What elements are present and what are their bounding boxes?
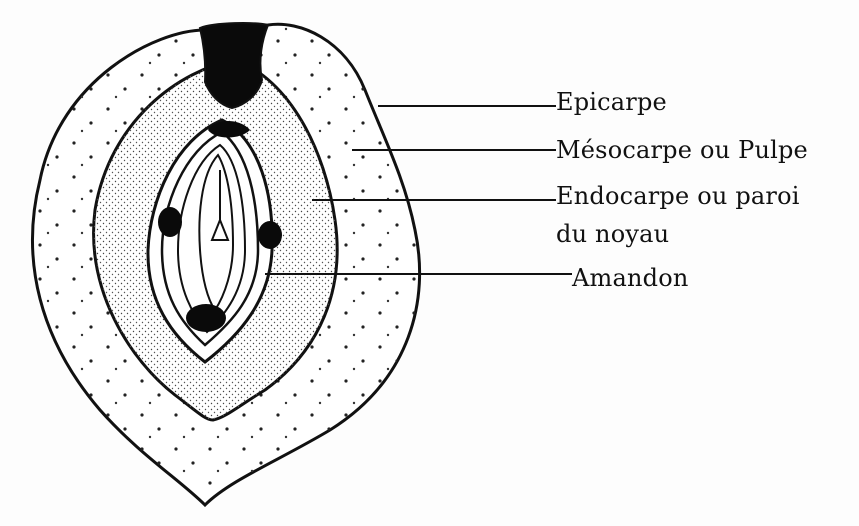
- label-amandon: Amandon: [572, 266, 689, 290]
- label-endocarpe-line1: Endocarpe ou paroi: [556, 184, 800, 208]
- vascular-bundle-left: [158, 207, 182, 237]
- label-mesocarpe: Mésocarpe ou Pulpe: [556, 138, 808, 162]
- label-epicarpe: Epicarpe: [556, 90, 667, 114]
- vascular-bundle-right: [258, 221, 282, 249]
- label-endocarpe-line2: du noyau: [556, 222, 669, 246]
- vascular-bundle-bottom: [186, 304, 226, 332]
